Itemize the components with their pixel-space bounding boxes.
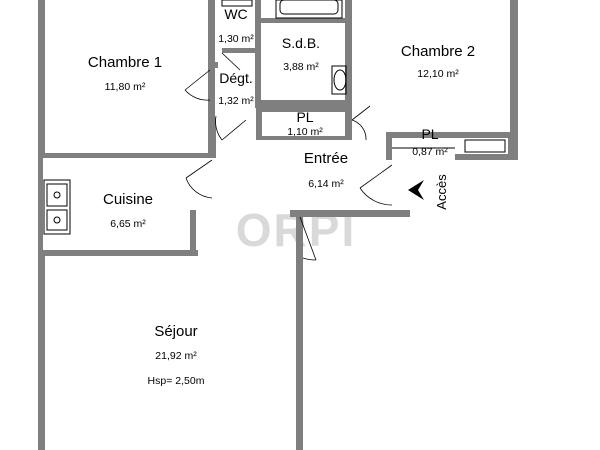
wc-area: 1,30 m² [218,33,254,45]
pl2-name: PL [421,126,438,142]
pl1-area: 1,10 m² [287,126,323,138]
entree-name: Entrée [304,150,348,167]
chambre2-area: 12,10 m² [417,68,459,80]
chambre2-name: Chambre 2 [401,43,475,60]
wc-name: WC [224,6,247,22]
sejour-name: Séjour [154,323,197,340]
sdb-name: S.d.B. [282,35,320,51]
cuisine-name: Cuisine [103,191,153,208]
cuisine-area: 6,65 m² [110,218,146,230]
degt-name: Dégt. [219,70,252,86]
entree-area: 6,14 m² [308,178,344,190]
doors [184,52,393,261]
chambre1-area: 11,80 m² [105,81,146,93]
sdb-area: 3,88 m² [283,61,319,73]
pl1-name: PL [296,109,313,125]
sejour-area: 21,92 m² [155,350,197,362]
access-label: Accès [434,174,449,210]
sejour-hsp: Hsp= 2,50m [148,375,205,387]
pl2-area: 0,87 m² [412,146,448,158]
chambre1-name: Chambre 1 [88,54,162,71]
access-arrow-icon [408,180,424,200]
walls [38,0,518,450]
fixtures [43,0,506,235]
degt-area: 1,32 m² [218,95,254,107]
